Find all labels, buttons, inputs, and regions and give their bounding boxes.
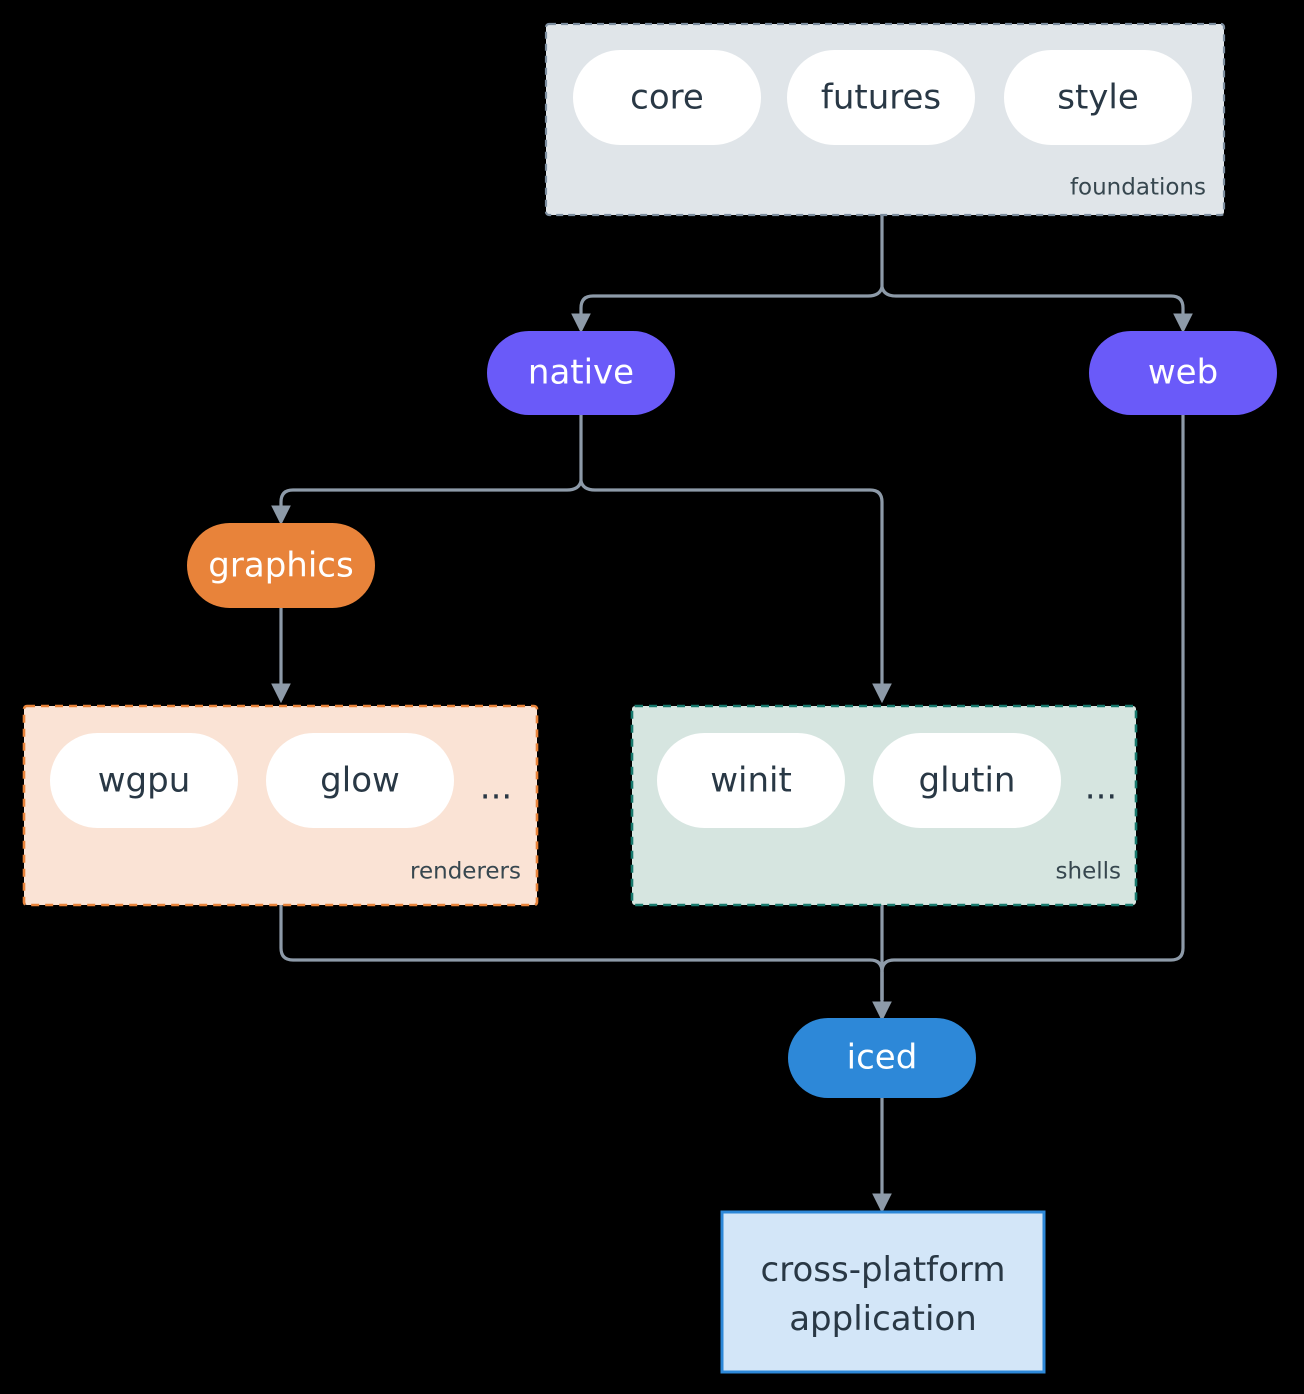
cluster-shells[interactable]: winit glutin ... shells — [630, 704, 1138, 907]
edge-renderers-to-iced — [279, 905, 884, 1000]
node-output-line2: application — [789, 1299, 977, 1339]
edge-foundations-to-native — [571, 286, 884, 334]
node-output-shape — [720, 1210, 1046, 1374]
node-futures-label: futures — [821, 78, 941, 118]
node-wgpu[interactable]: wgpu — [50, 733, 238, 828]
node-iced-label: iced — [847, 1038, 918, 1078]
edge-layer — [271, 215, 1193, 1214]
cluster-foundations-label: foundations — [1070, 175, 1206, 201]
cluster-renderers-label: renderers — [410, 859, 521, 885]
node-glutin-shape — [873, 733, 1061, 828]
edge-native-to-graphics — [271, 480, 583, 526]
node-wgpu-label: wgpu — [98, 761, 191, 801]
node-core[interactable]: core — [573, 50, 761, 145]
node-web-label: web — [1148, 353, 1218, 393]
node-output-line1: cross-platform — [761, 1250, 1006, 1290]
edge-web-to-iced — [880, 415, 1185, 1000]
node-cross-platform-application[interactable]: cross-platform application — [720, 1210, 1046, 1374]
node-web-shape — [1089, 331, 1277, 415]
cluster-renderers[interactable]: wgpu glow ... renderers — [22, 704, 539, 907]
node-native-shape — [487, 331, 675, 415]
node-core-shape — [573, 50, 761, 145]
node-graphics-shape — [187, 523, 375, 608]
edge-native-to-shells — [579, 480, 892, 704]
node-native[interactable]: native — [487, 331, 675, 415]
node-futures[interactable]: futures — [787, 50, 975, 145]
edge-foundations-to-web — [880, 286, 1193, 334]
node-winit[interactable]: winit — [657, 733, 845, 828]
node-winit-label: winit — [710, 761, 792, 801]
cluster-shells-label: shells — [1056, 859, 1121, 885]
cluster-renderers-more: ... — [480, 768, 512, 808]
node-winit-shape — [657, 733, 845, 828]
node-iced-shape — [788, 1018, 976, 1098]
node-native-label: native — [528, 353, 634, 393]
node-iced[interactable]: iced — [788, 1018, 976, 1098]
node-wgpu-shape — [50, 733, 238, 828]
node-graphics-label: graphics — [208, 546, 353, 586]
node-style-label: style — [1057, 78, 1139, 118]
cluster-shells-more: ... — [1085, 768, 1117, 808]
node-graphics[interactable]: graphics — [187, 523, 375, 608]
node-glutin-label: glutin — [919, 761, 1016, 801]
cluster-foundations[interactable]: core futures style foundations — [544, 22, 1226, 217]
node-glow-label: glow — [320, 761, 400, 801]
node-glow-shape — [266, 733, 454, 828]
node-glutin[interactable]: glutin — [873, 733, 1061, 828]
node-web[interactable]: web — [1089, 331, 1277, 415]
node-core-label: core — [630, 78, 704, 118]
node-glow[interactable]: glow — [266, 733, 454, 828]
node-style-shape — [1004, 50, 1192, 145]
node-style[interactable]: style — [1004, 50, 1192, 145]
node-futures-shape — [787, 50, 975, 145]
